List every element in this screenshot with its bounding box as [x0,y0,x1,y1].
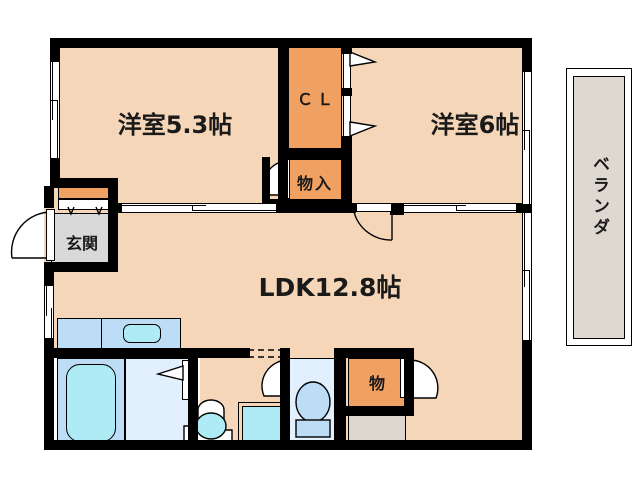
bathtub [66,364,116,442]
bedroom6-balcony-pane-a [524,72,525,150]
veranda-floor [573,76,625,339]
bedroom6-balcony-lower-pane-b [456,210,516,211]
storage-monoire-label: 物入 [296,174,333,193]
washroom-partition [228,349,288,358]
shoe-cabinet-open-marks [67,206,103,216]
kitchen-sink [123,324,161,343]
bedroom53-ldk-door-rail [192,205,193,211]
bedroom6-balcony-pane-b [529,130,530,204]
wall-bath-right [188,348,198,448]
bedroom53-window[interactable] [50,62,60,158]
wall-mono-right [404,348,414,410]
closet-cl [288,44,342,149]
bedroom53-ldk-door[interactable] [122,203,276,213]
wall-outer-right-bottom [522,340,532,450]
bedroom6-balcony-lower-pane-a [404,205,466,206]
entrance-label: 玄関 [65,234,98,253]
wall-outer-right-top [522,38,532,72]
wall-monoire-bottom [262,199,352,209]
wall-outer-left-mid [50,158,60,186]
bedroom6-ldk-door-leaf[interactable] [356,203,392,212]
wall-bedroom6-ldk-left [344,203,356,213]
wall-outer-top [50,38,532,48]
cl-folding-door-bottom-icon[interactable] [349,118,378,138]
wall-genkan-top [50,178,118,188]
bedroom53-window-rail [50,100,58,101]
bedroom53-window-pane-b [57,100,58,158]
ldk-balcony-door[interactable] [522,213,532,340]
storage-mono-label: 物 [368,374,385,393]
entrance-door-leaf[interactable] [46,209,55,261]
bedroom-53-label: 洋室5.3帖 [117,111,233,139]
wall-bedroom53-ldk [108,203,122,213]
wall-bedroom53-closet [278,38,288,208]
veranda-label: ベランダ [589,155,609,239]
wall-genkan-right [108,178,118,272]
bedroom53-ldk-door-pane-b [192,210,276,211]
wall-closet-bedroom6-low [342,136,352,206]
bedroom53-ldk-door-pane-a [122,205,206,206]
storage-monoire [288,159,342,201]
wall-closet-bedroom6 [342,38,352,54]
wall-outer-right-mid [522,203,532,213]
ldk-window-left[interactable] [44,286,54,338]
washing-machine-pan [242,406,282,444]
wall-entrance-left-upper [44,186,54,208]
ldk-window-left-pane-b [51,308,52,338]
bedroom-6-label: 洋室6帖 [430,111,520,139]
cl-folding-door-top-icon[interactable] [349,50,378,72]
ldk-window-left-pane-a [46,286,47,316]
wall-bedroom6-ldk-jamb [390,203,404,215]
bedroom6-balcony-rail [522,130,530,131]
closet-cl-label: ＣＬ [296,90,337,109]
ldk-balcony-pane-b [529,270,530,340]
wall-toilet-left [280,348,290,448]
wall-genkan-bottom [44,262,118,272]
bedroom53-window-pane-a [52,62,53,120]
mono-door[interactable] [406,358,439,404]
ldk-balcony-rail [522,270,530,271]
bedroom6-balcony-lower-rail [456,205,457,211]
wall-ldk-wet-top-right [198,348,250,358]
wall-outer-left-bottom [44,338,54,450]
kitchen-counter [57,318,181,350]
entrance-door[interactable] [6,206,60,268]
wall-outer-left-top [50,38,60,62]
wall-closet-bedroom6-mid [342,88,352,96]
bedroom6-balcony-door[interactable] [522,72,532,204]
toilet [295,381,331,438]
ldk-balcony-pane-a [524,213,525,287]
ldk-label: LDK12.8帖 [258,273,402,302]
wall-entrance-left-lower [44,262,54,286]
kitchen-counter-divider [101,318,102,350]
wall-monoire-left [262,157,270,203]
wall-mono-top [334,348,412,358]
wall-mono-bottom [334,406,414,416]
wall-kitchen-bath-divider [54,350,190,358]
wall-monoire-top [278,149,352,159]
wall-toilet-right [334,348,346,448]
bedroom6-balcony-lower-slider[interactable] [404,203,516,213]
bath-door-icon[interactable] [155,364,184,384]
bedroom6-ldk-door[interactable] [352,210,398,242]
